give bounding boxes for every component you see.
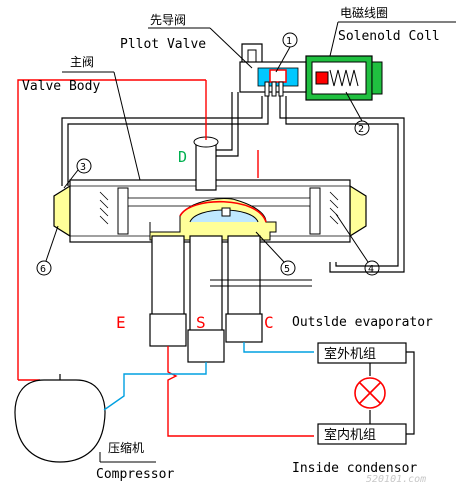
callout-markers (36, 32, 380, 276)
pilot-valve (239, 43, 307, 97)
compressor-label-en: Compressor (96, 467, 174, 482)
callout-6: 6 (40, 264, 46, 275)
watermark: 520101.com (366, 474, 426, 485)
hot-flow-path (17, 79, 314, 437)
callout-2: 2 (358, 124, 364, 135)
port-c-label: C (264, 313, 274, 332)
solenoid-label-cn: 电磁线圈 (340, 5, 388, 20)
valve-body-label-cn: 主阀 (70, 55, 94, 69)
valve-body-label-en: Valve Body (22, 79, 100, 94)
capillary-tubes (61, 92, 405, 273)
indoor-unit-box (317, 423, 407, 445)
ports (149, 235, 312, 363)
main-valve-body (53, 136, 367, 243)
cold-flow-path (186, 342, 314, 375)
solenoid-label-en: Solenold Coll (338, 29, 440, 44)
port-s-label: S (196, 313, 206, 332)
indoor-unit-label: 室内机组 (324, 427, 376, 443)
heat-exchanger-loop (369, 351, 415, 435)
expansion-valve-icon (354, 377, 386, 409)
inside-condensor-label: Inside condensor (292, 461, 417, 476)
port-e-label: E (116, 313, 126, 332)
callout-3: 3 (80, 162, 86, 173)
callout-4: 4 (368, 264, 374, 275)
callout-1: 1 (286, 36, 292, 47)
pilot-valve-label-en: Pllot Valve (120, 37, 206, 52)
callout-5: 5 (284, 264, 290, 275)
solenoid-coil (305, 55, 383, 101)
outside-evaporator-label: Outslde evaporator (292, 315, 433, 330)
pilot-valve-label-cn: 先导阀 (150, 13, 186, 27)
compressor-icon (14, 373, 186, 463)
outdoor-unit-label: 室外机组 (324, 346, 376, 362)
outdoor-unit-box (317, 342, 407, 364)
port-d-label: D (178, 148, 187, 166)
compressor-label-cn: 压缩机 (108, 440, 144, 455)
label-leaders (62, 21, 456, 463)
